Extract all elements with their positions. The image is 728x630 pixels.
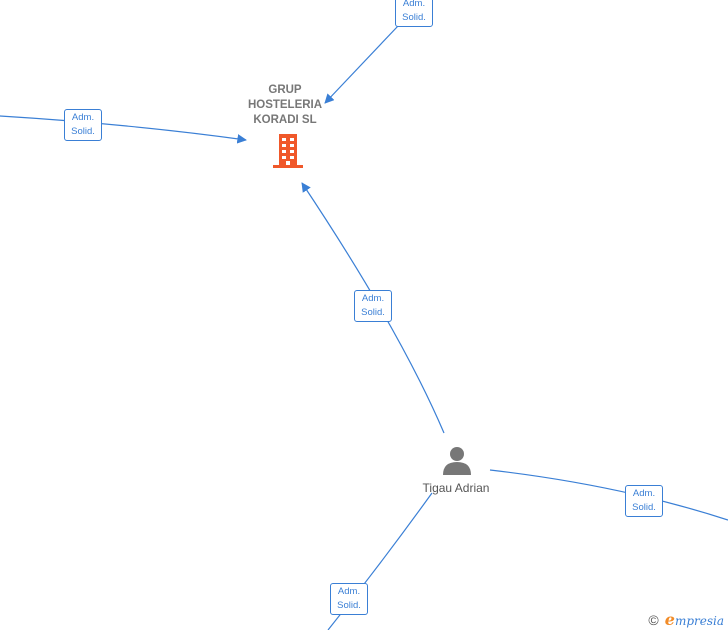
relation-badge-top[interactable]: Adm. Solid.: [395, 0, 433, 27]
brand-watermark: © empresia: [648, 610, 724, 629]
relation-badge-bottom[interactable]: Adm. Solid.: [330, 583, 368, 615]
edge-top-to-company: [324, 25, 399, 104]
edge-left-to-company: [0, 115, 247, 144]
person-icon[interactable]: [442, 445, 472, 475]
person-name[interactable]: Tigau Adrian: [422, 481, 490, 495]
edge-person-to-right: [489, 469, 728, 521]
building-icon[interactable]: [271, 133, 305, 169]
relation-badge-middle[interactable]: Adm. Solid.: [354, 290, 392, 322]
copyright-symbol: ©: [648, 611, 659, 628]
company-name[interactable]: GRUP HOSTELERIA KORADI SL: [247, 84, 323, 126]
relation-badge-left[interactable]: Adm. Solid.: [64, 109, 102, 141]
empresia-logo: empresia: [664, 610, 724, 629]
relation-badge-right[interactable]: Adm. Solid.: [625, 485, 663, 517]
